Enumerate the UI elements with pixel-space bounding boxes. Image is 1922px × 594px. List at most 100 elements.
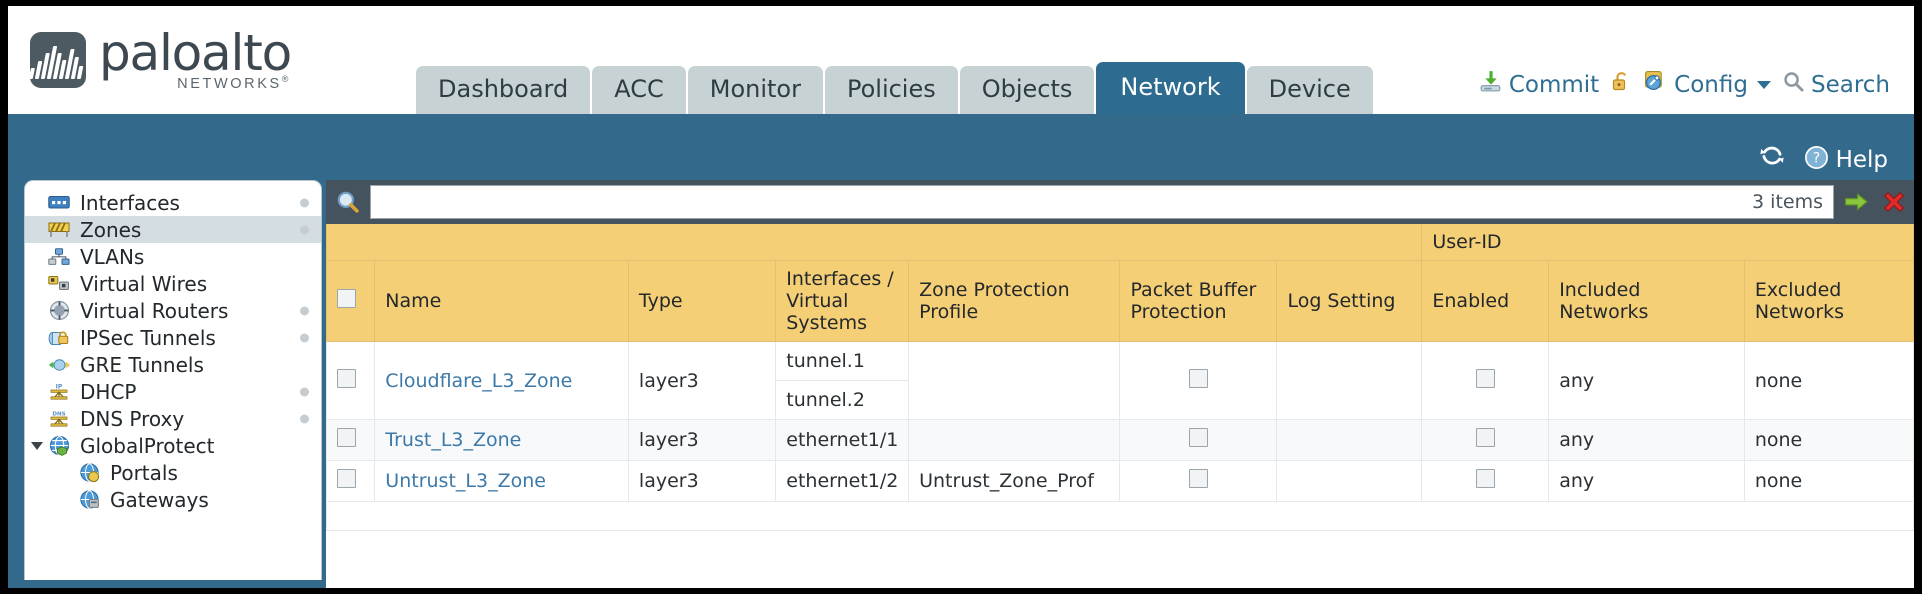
- search-magnifier-icon[interactable]: [332, 189, 364, 215]
- sidebar-item-label: IPSec Tunnels: [80, 325, 216, 350]
- col-header-name[interactable]: Name: [374, 260, 629, 342]
- commit-button[interactable]: Commit: [1478, 69, 1599, 100]
- sidebar-item-dhcp[interactable]: IP DHCP: [25, 378, 321, 405]
- col-header-excluded-networks[interactable]: Excluded Networks: [1743, 260, 1914, 342]
- svg-text:?: ?: [1812, 149, 1820, 166]
- cell-interface: tunnel.1: [775, 341, 910, 381]
- cell-log-setting: [1276, 460, 1423, 502]
- brand-name: paloalto: [99, 24, 292, 82]
- sidebar-item-label: GlobalProtect: [80, 433, 215, 458]
- help-label: Help: [1835, 147, 1888, 173]
- table-row[interactable]: Cloudflare_L3_Zone layer3 tunnel.1 any: [325, 341, 1914, 420]
- gateways-icon: [77, 490, 101, 510]
- sidebar-item-label: DHCP: [80, 379, 137, 404]
- select-all-checkbox[interactable]: [337, 289, 356, 308]
- col-header-interfaces[interactable]: Interfaces / Virtual Systems: [775, 260, 910, 342]
- search-label: Search: [1810, 71, 1890, 98]
- tab-device[interactable]: Device: [1246, 66, 1373, 114]
- cell-included-networks: any: [1548, 460, 1745, 502]
- tab-policies[interactable]: Policies: [824, 66, 958, 114]
- packet-buffer-protection-checkbox[interactable]: [1188, 469, 1208, 488]
- col-header-type[interactable]: Type: [627, 260, 777, 342]
- status-dot: [300, 198, 309, 207]
- paloalto-logo-icon: [30, 31, 86, 88]
- cell-type: layer3: [627, 419, 777, 461]
- cell-interface: tunnel.2: [775, 380, 910, 420]
- cell-log-setting: [1276, 341, 1423, 420]
- header-utility-menu: Commit: [1478, 69, 1890, 100]
- table-filler-cell: [326, 501, 1914, 531]
- col-header-log-setting[interactable]: Log Setting: [1276, 260, 1423, 342]
- row-checkbox[interactable]: [337, 428, 356, 447]
- cell-enabled: [1421, 341, 1550, 420]
- packet-buffer-protection-checkbox[interactable]: [1188, 428, 1208, 447]
- zone-link[interactable]: Untrust_L3_Zone: [385, 470, 546, 492]
- cell-packet-buffer-protection: [1119, 460, 1278, 502]
- zone-link[interactable]: Cloudflare_L3_Zone: [385, 369, 573, 392]
- col-header-included-networks[interactable]: Included Networks: [1548, 260, 1745, 342]
- row-checkbox[interactable]: [337, 469, 356, 488]
- tab-dashboard[interactable]: Dashboard: [416, 66, 591, 114]
- sidebar-item-label: DNS Proxy: [80, 406, 185, 431]
- cell-name: Cloudflare_L3_Zone: [374, 341, 629, 420]
- sidebar-item-virtual-wires[interactable]: Virtual Wires: [25, 270, 321, 297]
- brand-logo: paloalto NETWORKS®: [30, 24, 292, 91]
- sidebar-item-gateways[interactable]: Gateways: [25, 486, 321, 513]
- col-header-zone-protection-profile[interactable]: Zone Protection Profile: [908, 260, 1121, 342]
- sidebar-item-ipsec-tunnels[interactable]: IPSec Tunnels: [25, 324, 321, 351]
- select-all-header: [325, 260, 376, 342]
- table-row[interactable]: Trust_L3_Zone layer3 ethernet1/1 any: [325, 419, 1914, 461]
- cell-enabled: [1421, 419, 1550, 461]
- zone-link[interactable]: Trust_L3_Zone: [385, 429, 522, 451]
- main-tab-bar: Dashboard ACC Monitor Policies Objects N…: [416, 62, 1373, 114]
- item-count-label: 3 items: [1752, 191, 1823, 213]
- search-input[interactable]: 3 items: [370, 185, 1834, 219]
- zones-panel: 3 items: [325, 180, 1914, 588]
- cell-type: layer3: [627, 341, 777, 420]
- row-checkbox[interactable]: [337, 368, 356, 388]
- tab-acc[interactable]: ACC: [592, 66, 686, 114]
- config-menu-button[interactable]: Config: [1643, 69, 1771, 100]
- table-search-bar: 3 items: [326, 180, 1914, 224]
- tab-network[interactable]: Network: [1096, 62, 1245, 114]
- col-header-enabled[interactable]: Enabled: [1421, 260, 1550, 342]
- sidebar-item-vlans[interactable]: VLANs: [25, 243, 321, 270]
- help-button[interactable]: ? Help: [1804, 145, 1888, 176]
- sidebar-item-dns-proxy[interactable]: DNS DNS Proxy: [25, 405, 321, 432]
- sidebar-item-interfaces[interactable]: Interfaces: [25, 189, 321, 216]
- commit-download-icon: [1478, 69, 1503, 100]
- sidebar-item-portals[interactable]: Portals: [25, 459, 321, 486]
- app-window: paloalto NETWORKS® Dashboard ACC Monitor…: [8, 6, 1914, 588]
- cell-zone-protection-profile: [908, 419, 1121, 461]
- table-header-row: Name Type Interfaces / Virtual Systems Z…: [325, 260, 1914, 342]
- refresh-button[interactable]: [1758, 144, 1786, 176]
- packet-buffer-protection-checkbox[interactable]: [1188, 368, 1208, 388]
- user-id-enabled-checkbox[interactable]: [1475, 368, 1495, 388]
- search-button[interactable]: Search: [1782, 70, 1890, 99]
- lock-button[interactable]: [1610, 70, 1632, 100]
- portals-icon: [77, 463, 101, 483]
- virtual-routers-icon: [47, 300, 71, 321]
- cell-excluded-networks: none: [1743, 341, 1914, 420]
- svg-text:IP: IP: [56, 383, 63, 390]
- sidebar-group-globalprotect[interactable]: GlobalProtect: [25, 432, 321, 459]
- table-body: Cloudflare_L3_Zone layer3 tunnel.1 any: [325, 341, 1914, 531]
- cell-packet-buffer-protection: [1119, 341, 1278, 420]
- apply-arrow-icon[interactable]: [1840, 190, 1872, 214]
- table-group-header-row: User-ID: [325, 224, 1914, 261]
- app-header: paloalto NETWORKS® Dashboard ACC Monitor…: [8, 6, 1914, 114]
- refresh-icon: [1758, 144, 1786, 176]
- status-dot: [300, 387, 309, 396]
- table-row[interactable]: Untrust_L3_Zone layer3 ethernet1/2 Untru…: [325, 460, 1914, 502]
- user-id-enabled-checkbox[interactable]: [1475, 469, 1495, 488]
- sidebar-item-gre-tunnels[interactable]: GRE Tunnels: [25, 351, 321, 378]
- group-header-user-id: User-ID: [1421, 224, 1914, 261]
- tab-objects[interactable]: Objects: [959, 66, 1095, 114]
- sidebar-item-zones[interactable]: Zones: [25, 216, 321, 243]
- clear-x-icon[interactable]: [1878, 189, 1910, 215]
- tab-monitor[interactable]: Monitor: [687, 66, 823, 114]
- user-id-enabled-checkbox[interactable]: [1475, 428, 1495, 447]
- sidebar-item-virtual-routers[interactable]: Virtual Routers: [25, 297, 321, 324]
- cell-log-setting: [1276, 419, 1423, 461]
- col-header-packet-buffer-protection[interactable]: Packet Buffer Protection: [1119, 260, 1278, 342]
